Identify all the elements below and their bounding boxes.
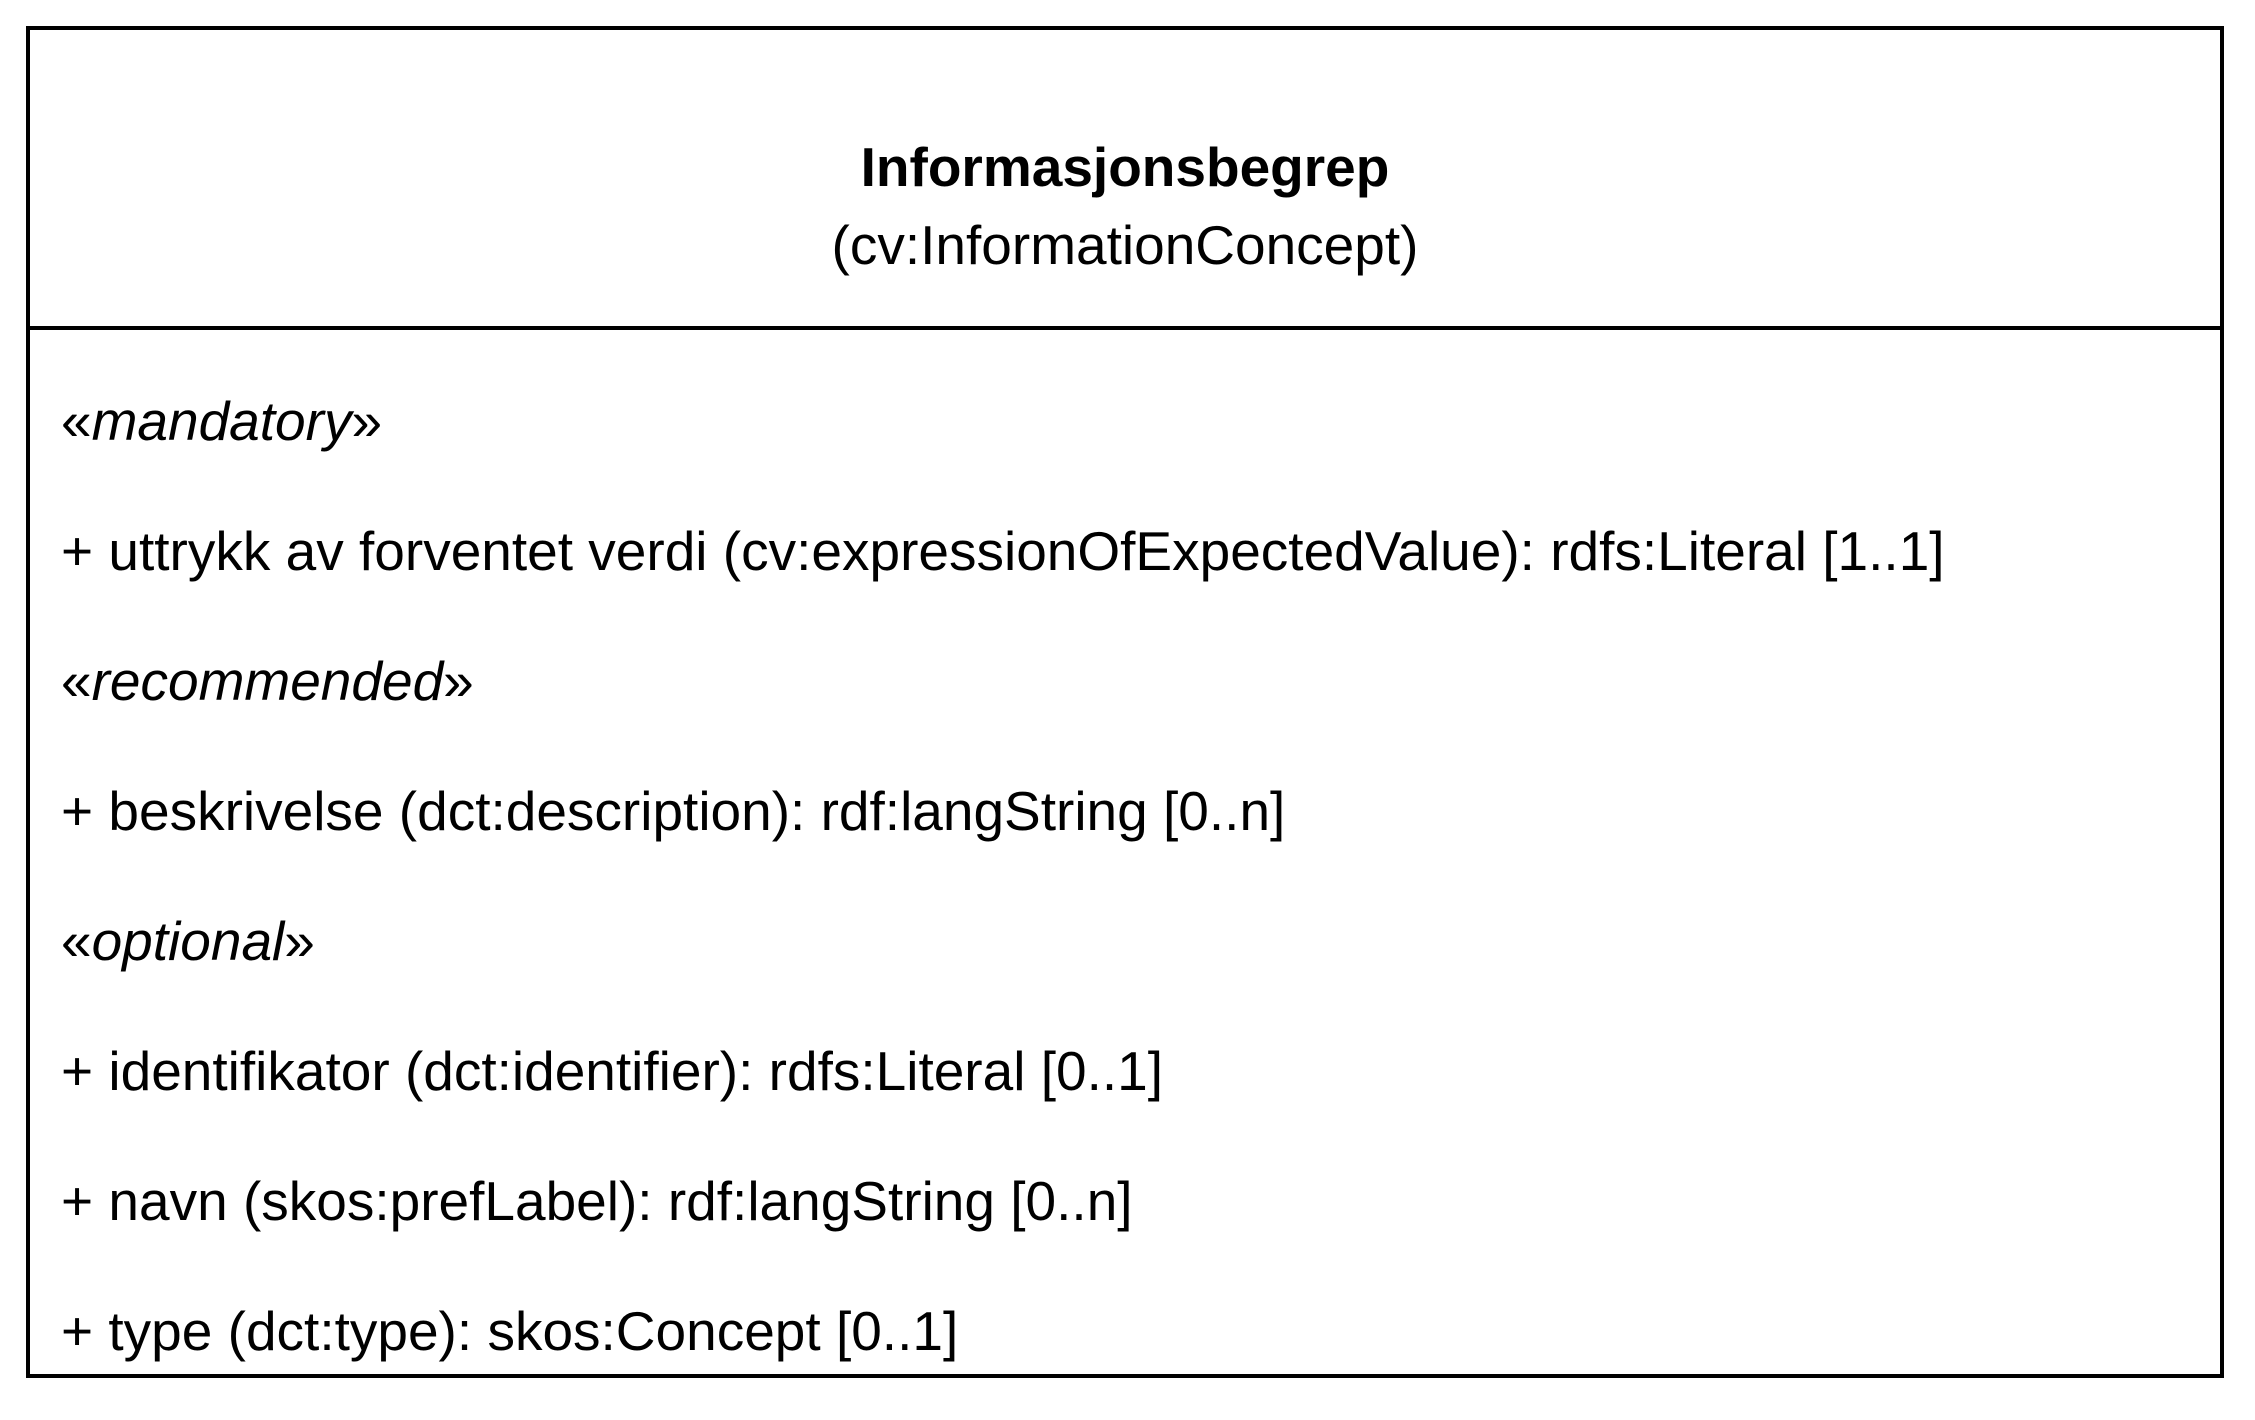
uml-class-box: Informasjonsbegrep (cv:InformationConcep… xyxy=(26,26,2224,1378)
stereotype-optional: «optional» xyxy=(61,908,315,974)
attribute-row: + navn (skos:prefLabel): rdf:langString … xyxy=(61,1170,1133,1232)
class-uri: (cv:InformationConcept) xyxy=(831,214,1419,276)
stereotype-open-guillemet: « xyxy=(61,910,92,972)
stereotype-open-guillemet: « xyxy=(61,650,92,712)
stereotype-close-guillemet: » xyxy=(443,650,474,712)
attribute-row: + beskrivelse (dct:description): rdf:lan… xyxy=(61,780,1286,842)
stereotype-label: optional xyxy=(91,910,285,972)
attribute-row: + identifikator (dct:identifier): rdfs:L… xyxy=(61,1040,1164,1102)
stereotype-recommended: «recommended» xyxy=(61,648,474,714)
stereotype-open-guillemet: « xyxy=(61,390,92,452)
stereotype-mandatory: «mandatory» xyxy=(61,388,382,454)
attribute-row: + type (dct:type): skos:Concept [0..1] xyxy=(61,1300,959,1362)
stereotype-close-guillemet: » xyxy=(351,390,383,452)
stereotype-label: mandatory xyxy=(91,390,352,452)
class-name: Informasjonsbegrep xyxy=(860,136,1390,198)
class-header: Informasjonsbegrep (cv:InformationConcep… xyxy=(30,30,2220,330)
attribute-row: + uttrykk av forventet verdi (cv:express… xyxy=(61,520,1945,582)
stereotype-label: recommended xyxy=(91,650,444,712)
stereotype-close-guillemet: » xyxy=(284,910,315,972)
class-attributes: «mandatory» + uttrykk av forventet verdi… xyxy=(30,330,2220,1374)
